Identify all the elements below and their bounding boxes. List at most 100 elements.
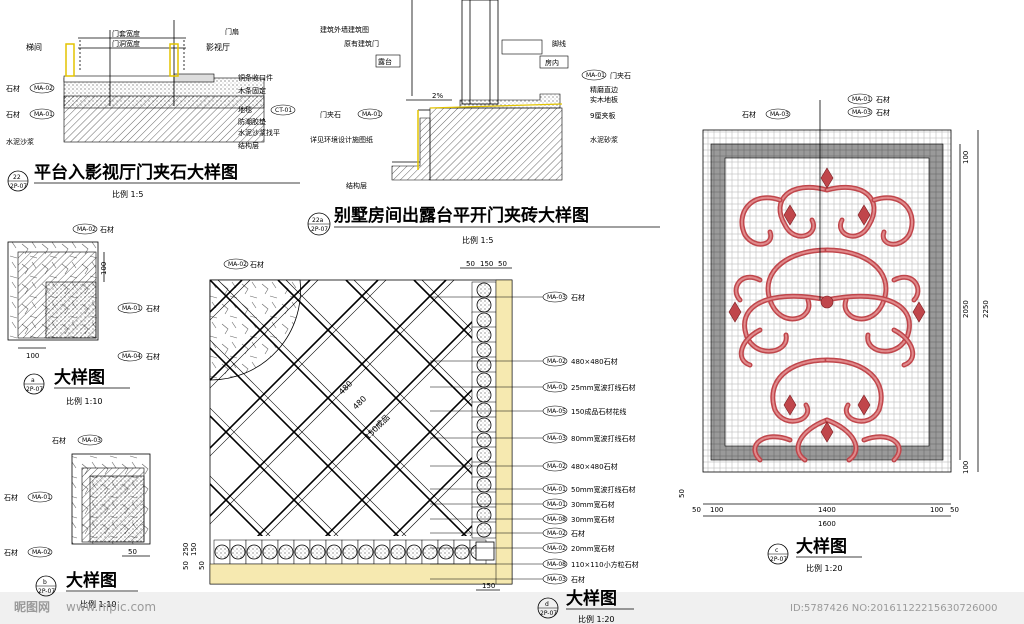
callout-tag-bubble [542,527,568,539]
diamond-line [345,280,472,408]
panel-b-stone-left: 石材 [4,493,18,502]
callout-text: 480×480石材 [571,462,618,471]
panel-a: 100 100 MA-02 石材 MA-01 石材 MA-04 石材 a 2P-… [7,223,160,406]
outer-band [209,563,513,585]
ornament-scroll-highlight [893,276,919,301]
label-stone-1: 石材 [6,84,20,93]
label-door-opening-width: 门洞宽度 [112,39,140,48]
red-ornament [728,167,926,463]
callout-tag-bubble [542,483,568,495]
callout-tag-bubble [542,498,568,510]
panel-c-tag-left: MA-03 [770,111,789,118]
diamond-line [333,397,472,536]
label-skirting: 脚线 [552,39,566,48]
rope-bead [476,522,492,538]
callout-tag-bubble [542,460,568,472]
label-door-stone-right: 门夹石 [610,71,631,80]
watermark-url: www.nipic.com [66,600,156,614]
callout-tag-bubble [542,291,568,303]
panel-d-sheet: 2P-07 [540,610,557,617]
rope-border [209,281,513,585]
panel-a-stone-top: 石材 [100,225,114,234]
rope-bead [326,544,342,560]
panel-a-tag-ma02: MA-02 [77,226,96,233]
panel-d-dim-top-2: 150 [480,260,493,268]
label-door-jamb-width: 门套宽度 [112,29,140,38]
panel-c-label-right: 石材 [876,95,890,104]
panel-22a-scale: 比例 1:5 [462,235,493,245]
callout-tag: MA-01 [547,486,566,493]
panel-d-dim-left-4: 50 [198,561,206,570]
rope-bead [342,544,358,560]
callout-tag: MA-01 [547,384,566,391]
diamond-line [413,280,472,340]
stone-slab [63,75,175,83]
ornament-leaf [783,204,797,226]
panel-c-title: 大样图 [796,536,847,557]
panel-22a-sheet: 2P-07 [311,226,328,233]
label-wood-strip: 木条固定 [238,86,266,95]
panel-b: MA-03 石材 MA-01 石材 MA-02 石材 50 b 2P-07 大样… [4,434,151,609]
panel-c-dim-b2: 100 [710,506,723,514]
callout-text: 80mm宽波打线石材 [571,434,636,443]
label-copper-strip: 铜条收口件 [238,73,273,82]
diamond-tiles [210,280,472,536]
rope-bead [310,544,326,560]
tag-ct01: CT-01 [275,107,292,114]
diamond-line [392,456,472,536]
ornament-scroll-highlight [740,196,781,246]
panel-b-tag-ma01: MA-01 [32,494,51,501]
callout-text: 石材 [571,529,585,538]
ornament-scroll-highlight [873,196,914,246]
rope-bead [406,544,422,560]
label-door-stone-left: 门夹石 [320,110,341,119]
panel-c-dim-total: 1600 [818,520,836,528]
watermark: 昵图网 www.nipic.com ID:5787426 NO:20161122… [0,592,1024,624]
callout-tag-bubble [542,355,568,367]
panel-a-dim-1: 100 [100,262,108,275]
callout-tag-bubble [542,573,568,585]
rope-bead [476,492,492,508]
callout-tag: MA-02 [547,358,566,365]
panel-d-dim-left-1: 250 [182,543,190,556]
panel-c-label-top: 石材 [742,110,756,119]
panel-a-scale: 比例 1:10 [66,396,103,406]
callout-tag: MA-08 [547,516,566,523]
callout-tag-bubble [542,432,568,444]
panel-b-title: 大样图 [66,570,117,591]
watermark-id: ID:5787426 NO:20161122215630726000 [790,603,998,614]
panel-c-tag-left-2: MA-03 [852,109,871,116]
ornament-scroll-highlight [743,295,828,353]
panel-c-scale: 比例 1:20 [806,563,843,573]
callout-tag: MA-01 [547,501,566,508]
panel-a-tag-ma01: MA-01 [122,305,141,312]
callout-text: 石材 [571,293,585,302]
diamond-line [210,482,264,536]
label-balcony: 露台 [378,57,392,66]
callout-tag-bubble [542,558,568,570]
rope-bead [476,372,492,388]
callout-tag: MA-03 [547,435,566,442]
label-stone-2: 石材 [6,110,20,119]
rope-bead [454,544,470,560]
rope-bead [476,462,492,478]
ornament-scroll-highlight [826,186,875,238]
rope-bead [476,342,492,358]
diamond-line [460,524,472,536]
panel-a-stone-mid: 石材 [146,304,160,313]
panel-a-title: 大样图 [54,367,105,388]
callout-text: 30mm宽石材 [571,500,615,509]
label-cinema: 影视厅 [206,42,230,52]
panel-c: MA-03 石材 MA-01 石材 MA-03 石材 50 100 1400 1… [678,93,990,573]
panel-c-dim-b3: 1400 [818,506,836,514]
callout-tag: MA-02 [547,530,566,537]
panel-d: 50 150 50 MA-02 石材 250 50 150 50 150 480… [182,258,639,624]
corner-block [475,541,495,561]
diamond-line [210,280,311,382]
rope-bead [476,507,492,523]
rope-bead [390,544,406,560]
callout-text: 25mm宽波打线石材 [571,383,636,392]
rope-bead [476,387,492,403]
label-cement-mortar: 水泥沙浆 [6,137,34,146]
rope-bead [476,417,492,433]
